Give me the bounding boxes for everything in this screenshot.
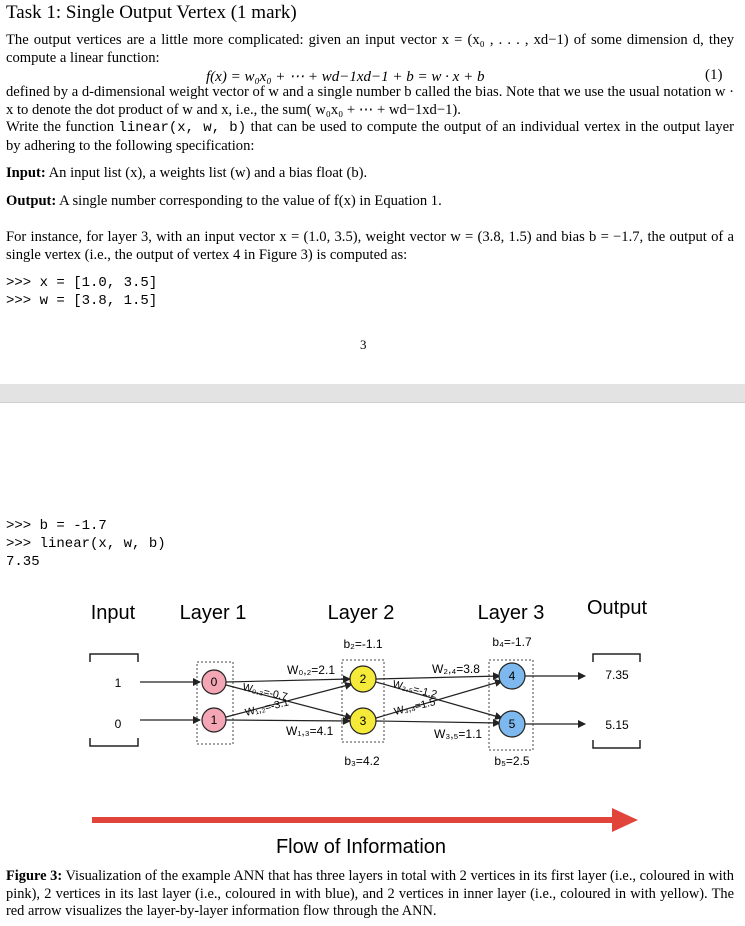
page-number: 3 bbox=[360, 337, 367, 352]
node-2-label: 2 bbox=[360, 672, 367, 686]
output-bracket-top bbox=[592, 653, 641, 662]
edge-w13 bbox=[225, 716, 351, 725]
weight-w24: W₂,₄=3.8 bbox=[432, 662, 480, 676]
edge-w34 bbox=[375, 679, 503, 719]
header-input: Input bbox=[91, 602, 136, 624]
task-title: Task 1: Single Output Vertex (1 mark) bbox=[6, 2, 297, 23]
output-description: A single number corresponding to the val… bbox=[56, 193, 442, 209]
layer2-box bbox=[341, 659, 385, 743]
weight-w02: W₀,₂=2.1 bbox=[287, 663, 335, 677]
bias-b5: b₅=2.5 bbox=[494, 754, 530, 768]
ann-figure: Input Layer 1 Layer 2 Layer 3 Output b₂=… bbox=[89, 597, 647, 858]
flow-label: Flow of Information bbox=[276, 836, 446, 858]
input-bracket-bottom bbox=[89, 738, 139, 747]
caption-text: Visualization of the example ANN that ha… bbox=[6, 868, 734, 919]
spec-output: Output: A single number corresponding to… bbox=[6, 193, 734, 211]
node-0-label: 0 bbox=[211, 675, 218, 689]
output-value-0: 7.35 bbox=[605, 668, 629, 682]
node-5-label: 5 bbox=[509, 717, 516, 731]
node-0 bbox=[201, 669, 227, 695]
bias-b3: b₃=4.2 bbox=[344, 754, 380, 768]
example-paragraph: For instance, for layer 3, with an input… bbox=[6, 229, 734, 263]
code-block-top: >>> x = [1.0, 3.5] >>> w = [3.8, 1.5] bbox=[6, 275, 158, 309]
edge-w35 bbox=[375, 718, 501, 727]
header-layer2: Layer 2 bbox=[328, 602, 395, 624]
node-3-label: 3 bbox=[360, 714, 367, 728]
header-layer3: Layer 3 bbox=[478, 602, 545, 624]
function-signature: linear(x, w, b) bbox=[118, 120, 247, 136]
input-label: Input: bbox=[6, 165, 46, 181]
spec-input: Input: An input list (x), a weights list… bbox=[6, 165, 734, 183]
bias-b4: b₄=-1.7 bbox=[492, 635, 532, 649]
equation-formula: f(x) = w₀x₀ + ⋯ + wd−1xd−1 + b = w · x +… bbox=[206, 69, 485, 85]
node-2 bbox=[349, 665, 377, 693]
output-bracket-bottom bbox=[592, 740, 641, 749]
layer1-box bbox=[196, 661, 234, 745]
node-1-label: 1 bbox=[211, 713, 218, 727]
output-value-1: 5.15 bbox=[605, 718, 629, 732]
code-block-bottom: >>> b = -1.7 >>> linear(x, w, b) 7.35 bbox=[6, 518, 166, 570]
node-1 bbox=[201, 707, 227, 733]
definition-text: defined by a d-dimensional weight vector… bbox=[6, 84, 734, 118]
node-5 bbox=[498, 710, 526, 738]
figure-caption: Figure 3: Visualization of the example A… bbox=[6, 868, 734, 921]
intro-paragraph: The output vertices are a little more co… bbox=[6, 32, 734, 66]
edge-w12 bbox=[225, 681, 353, 718]
weight-w35: W₃,₅=1.1 bbox=[434, 727, 482, 741]
input-bracket-top bbox=[89, 653, 139, 662]
weight-w13: W₁,₃=4.1 bbox=[286, 724, 334, 738]
node-3 bbox=[349, 707, 377, 735]
weight-w34: W₃,₄=1.5 bbox=[393, 696, 437, 718]
node-4-label: 4 bbox=[509, 669, 516, 683]
write-suffix: that can be used to compute the output o… bbox=[6, 119, 734, 154]
bias-b2: b₂=-1.1 bbox=[343, 637, 382, 651]
edge-w02 bbox=[225, 675, 351, 684]
layer3-box bbox=[488, 659, 534, 751]
header-output: Output bbox=[587, 597, 647, 619]
flow-arrow-head bbox=[612, 808, 638, 832]
write-prefix: Write the function bbox=[6, 119, 119, 135]
edge-w24 bbox=[375, 672, 501, 681]
weight-w12: W₁,₂=-3.1 bbox=[244, 696, 290, 718]
input-value-1: 0 bbox=[115, 717, 122, 731]
definition-paragraph: defined by a d-dimensional weight vector… bbox=[6, 84, 734, 155]
equation-number: (1) bbox=[705, 67, 723, 83]
page-break-band bbox=[0, 384, 745, 403]
input-description: An input list (x), a weights list (w) an… bbox=[45, 165, 368, 181]
edge-w03 bbox=[225, 684, 353, 721]
output-label: Output: bbox=[6, 193, 57, 209]
input-value-0: 1 bbox=[115, 676, 122, 690]
header-layer1: Layer 1 bbox=[180, 602, 247, 624]
node-4 bbox=[498, 662, 526, 690]
caption-label: Figure 3: bbox=[6, 868, 63, 884]
